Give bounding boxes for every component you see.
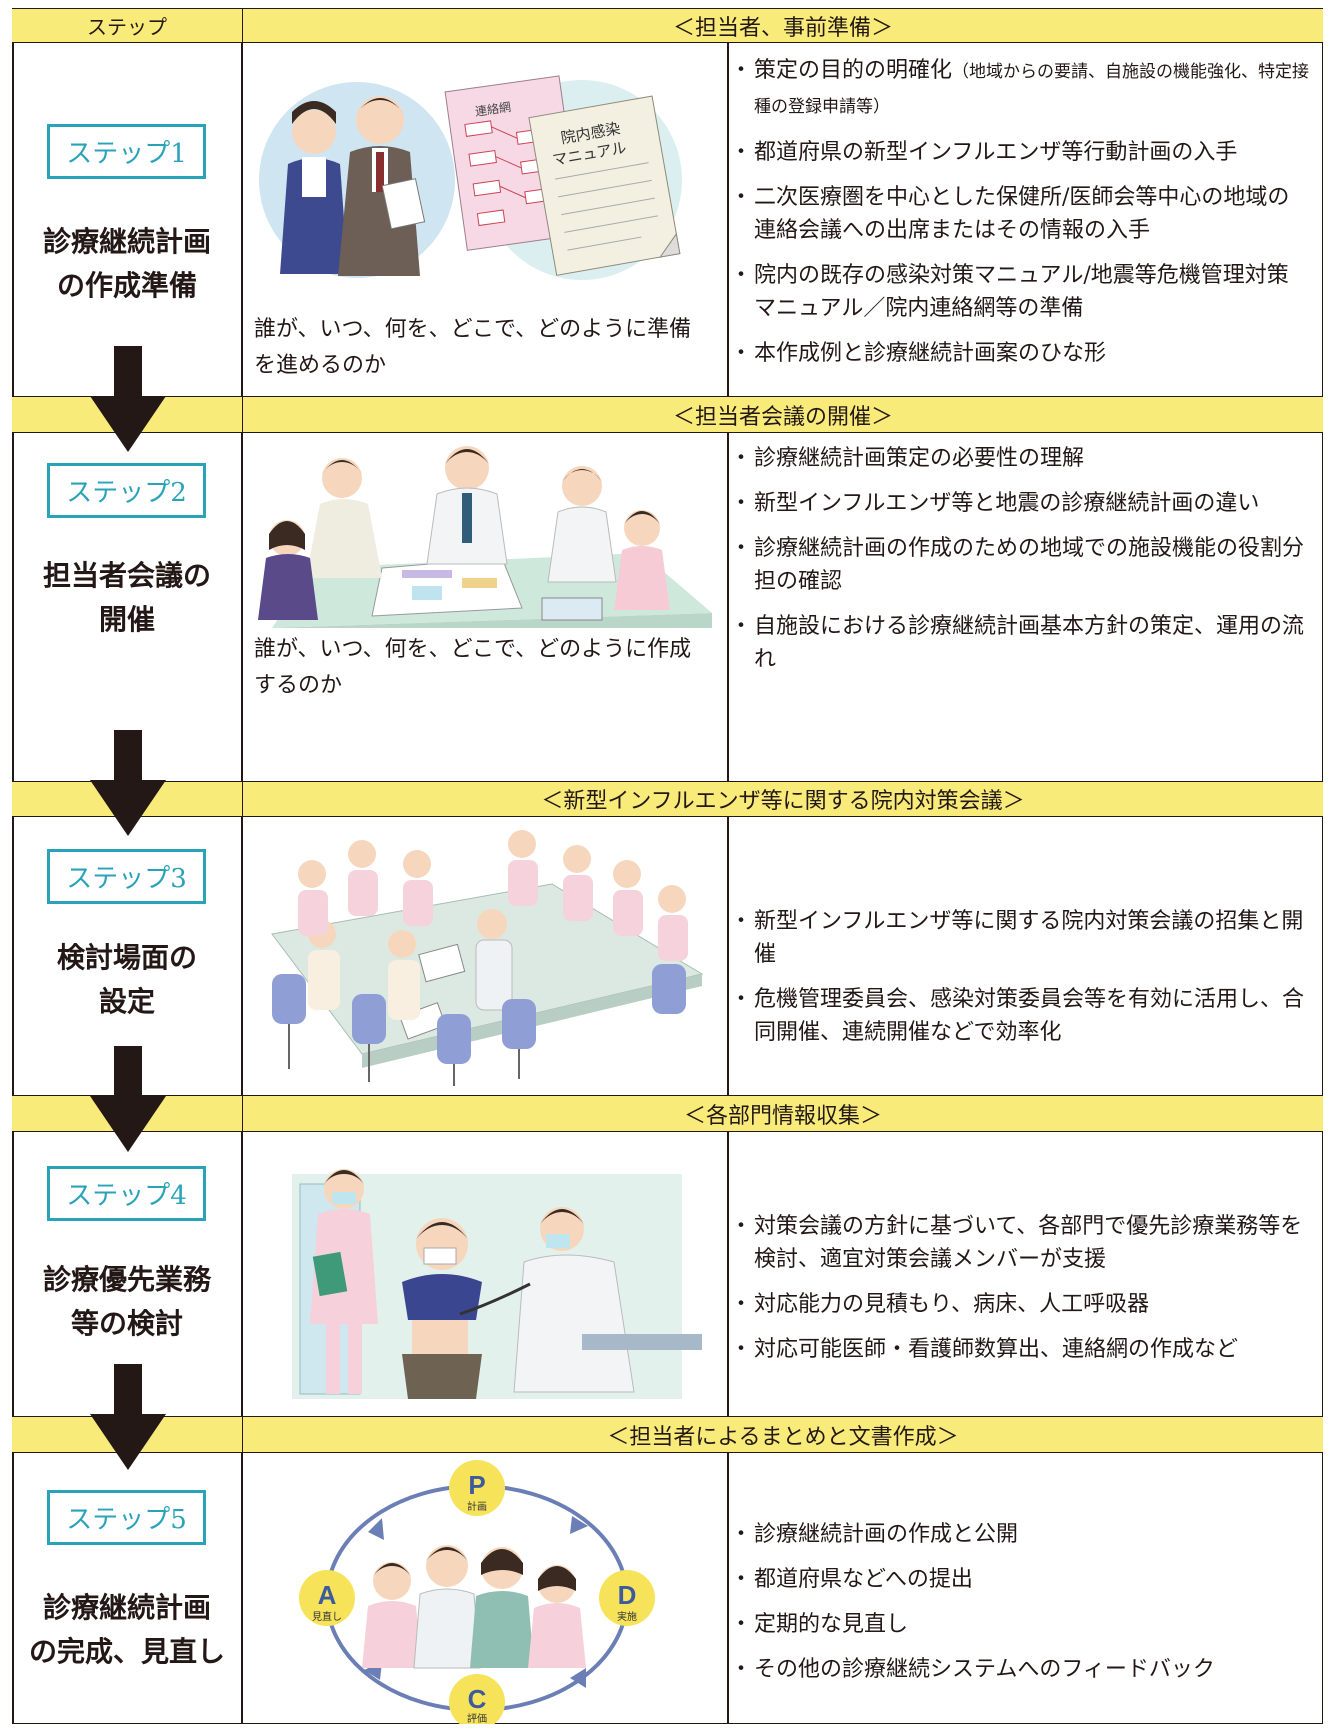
- illustration-committee: [271, 830, 704, 1086]
- bullet-item: 策定の目的の明確化（地域からの要請、自施設の機能強化、特定接種の登録申請等）: [730, 54, 1310, 124]
- step-badge-5: ステップ5: [47, 1490, 206, 1545]
- step-table: ステップ ＜担当者、事前準備＞ ステップ1 診療継続計画 の作成準備: [12, 8, 1323, 1724]
- pdca-a-letter: A: [318, 1580, 337, 1610]
- bullet-item: 院内の既存の感染対策マニュアル/地震等危機管理対策マニュアル／院内連絡網等の準備: [730, 259, 1309, 325]
- bullet-item: 定期的な見直し: [730, 1608, 1309, 1641]
- section-title-2: ＜担当者会議の開催＞: [672, 404, 893, 430]
- bullet-item: 二次医療圏を中心とした保健所/医師会等中心の地域の連絡会議への出席またはその情報…: [730, 181, 1309, 247]
- bullet-note: （地域からの要請、自施設の機能強化、特定接種の登録申請等）: [754, 62, 1310, 117]
- section-title-3: ＜新型インフルエンザ等に関する院内対策会議＞: [541, 789, 1025, 814]
- section-band-4: ＜各部門情報収集＞: [12, 1095, 1323, 1132]
- pdca-p-letter: P: [468, 1470, 485, 1500]
- section-band-3: ＜新型インフルエンザ等に関する院内対策会議＞: [12, 781, 1323, 817]
- section-title-5: ＜担当者によるまとめと文書作成＞: [607, 1424, 959, 1450]
- bullet-item: 本作成例と診療継続計画案のひな形: [730, 337, 1309, 370]
- step-badge-3: ステップ3: [47, 849, 206, 904]
- illustration-pdca-cycle: P 計画 D 実施 C 評価 A 見直し: [299, 1460, 655, 1724]
- col-divider-row4: [727, 1131, 729, 1416]
- bullet-item: 対策会議の方針に基づいて、各部門で優先診療業務等を検討、適宜対策会議メンバーが支…: [730, 1210, 1309, 1276]
- illustration-examination: [292, 1169, 702, 1399]
- col-divider-1: [241, 8, 243, 1724]
- pdca-c-letter: C: [468, 1684, 487, 1714]
- pdca-d-label: 実施: [617, 1610, 637, 1623]
- frame-right: [1321, 8, 1323, 1724]
- col-divider-row1: [727, 42, 729, 396]
- section-title-1: ＜担当者、事前準備＞: [672, 15, 893, 41]
- col-divider-row2: [727, 432, 729, 781]
- down-arrow-icon: [90, 1046, 166, 1152]
- caption-2: 誰が、いつ、何を、どこで、どのように作成 するのか: [254, 637, 692, 698]
- frame-left: [12, 8, 14, 1724]
- section-band-5: ＜担当者によるまとめと文書作成＞: [12, 1416, 1323, 1453]
- bullet-item: 都道府県などへの提出: [730, 1563, 1309, 1596]
- illustration-preparation: 連絡網 院内感染 マニュアル: [259, 75, 682, 280]
- step-badge-2: ステップ2: [47, 463, 206, 518]
- bullet-item: 自施設における診療継続計画基本方針の策定、運用の流れ: [730, 610, 1309, 676]
- pdca-d-letter: D: [618, 1580, 637, 1610]
- org-chart-label: 連絡網: [474, 99, 512, 119]
- pdca-a-label: 見直し: [312, 1610, 342, 1623]
- down-arrow-icon: [90, 1364, 166, 1470]
- bullet-item: 新型インフルエンザ等と地震の診療継続計画の違い: [730, 487, 1309, 520]
- pdca-c-label: 評価: [467, 1712, 487, 1724]
- bullet-item: 危機管理委員会、感染対策委員会等を有効に活用し、合同開催、連続開催などで効率化: [730, 983, 1309, 1049]
- bullet-list-1: 策定の目的の明確化（地域からの要請、自施設の機能強化、特定接種の登録申請等） 都…: [730, 54, 1310, 382]
- bullet-item: 対応能力の見積もり、病床、人工呼吸器: [730, 1288, 1309, 1321]
- section-band-2: ＜担当者会議の開催＞: [12, 396, 1323, 433]
- caption-1: 誰が、いつ、何を、どこで、どのように準備 を進めるのか: [254, 317, 692, 378]
- bullet-list-5: 診療継続計画の作成と公開 都道府県などへの提出 定期的な見直し その他の診療継続…: [730, 1518, 1309, 1698]
- step-column-header: ステップ: [12, 9, 243, 42]
- pdca-p-label: 計画: [467, 1500, 487, 1513]
- section-title-4: ＜各部門情報収集＞: [683, 1103, 882, 1129]
- bullet-item: 診療継続計画の作成と公開: [730, 1518, 1309, 1551]
- bullet-item: 診療継続計画の作成のための地域での施設機能の役割分担の確認: [730, 532, 1309, 598]
- step-badge-4: ステップ4: [47, 1166, 206, 1221]
- bullet-item: 新型インフルエンザ等に関する院内対策会議の招集と開催: [730, 905, 1309, 971]
- bullet-item: 都道府県の新型インフルエンザ等行動計画の入手: [730, 136, 1309, 169]
- bullet-item: 診療継続計画策定の必要性の理解: [730, 442, 1309, 475]
- step-name-4: 診療優先業務 等の検討: [42, 1263, 211, 1340]
- step-badge-1: ステップ1: [47, 124, 206, 179]
- bullet-list-3: 新型インフルエンザ等に関する院内対策会議の招集と開催 危機管理委員会、感染対策委…: [730, 905, 1309, 1061]
- bullet-item: 対応可能医師・看護師数算出、連絡網の作成など: [730, 1333, 1309, 1366]
- step-name-1: 診療継続計画 の作成準備: [42, 225, 211, 302]
- header-band: ステップ ＜担当者、事前準備＞: [12, 8, 1323, 43]
- step-name-5: 診療継続計画 の完成、見直し: [28, 1591, 225, 1668]
- col-divider-row3: [727, 816, 729, 1095]
- step-name-3: 検討場面の 設定: [56, 941, 197, 1018]
- bullet-list-4: 対策会議の方針に基づいて、各部門で優先診療業務等を検討、適宜対策会議メンバーが支…: [730, 1210, 1309, 1378]
- illustration-meeting: [258, 446, 712, 628]
- col-divider-row5: [727, 1452, 729, 1724]
- down-arrow-icon: [90, 730, 166, 836]
- frame-bottom: [12, 1722, 1323, 1724]
- bullet-list-2: 診療継続計画策定の必要性の理解 新型インフルエンザ等と地震の診療継続計画の違い …: [730, 442, 1309, 688]
- bullet-item: その他の診療継続システムへのフィードバック: [730, 1653, 1309, 1686]
- down-arrow-icon: [90, 346, 166, 452]
- step-name-2: 担当者会議の 開催: [42, 559, 211, 636]
